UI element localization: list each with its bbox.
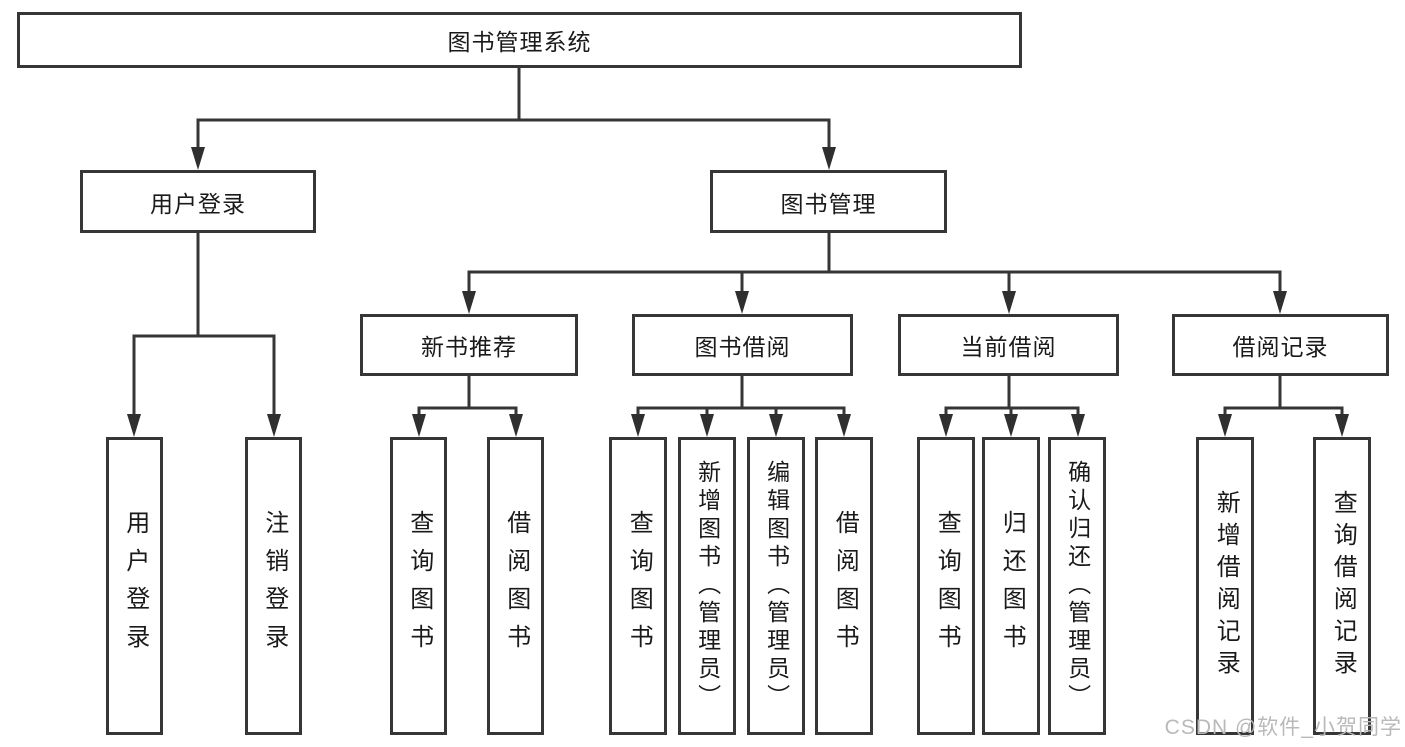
node-label: 新书推荐 <box>421 334 517 360</box>
leaf-user-login: 用户登录 <box>106 437 163 735</box>
leaf-query-books: 查询图书 <box>609 437 667 735</box>
node-label: 查询图书 <box>405 510 433 662</box>
node-label: 当前借阅 <box>960 334 1057 360</box>
node-user-login: 用户登录 <box>80 170 316 233</box>
leaf-logout: 注销登录 <box>245 437 302 735</box>
node-label: 借阅记录 <box>1232 334 1329 360</box>
leaf-query-books-current: 查询图书 <box>917 437 975 735</box>
leaf-return-books: 归还图书 <box>982 437 1040 735</box>
node-label: 借阅图书 <box>831 510 859 662</box>
node-label: 新增图书（管理员） <box>694 460 721 712</box>
node-label: 图书管理 <box>780 190 877 217</box>
arrowheads <box>127 147 1349 437</box>
node-label: 查询图书 <box>625 510 653 662</box>
node-book-management: 图书管理 <box>710 170 947 233</box>
node-label: 查询借阅记录 <box>1329 490 1357 682</box>
leaf-add-books-admin: 新增图书（管理员） <box>678 437 736 735</box>
csdn-watermark: CSDN @软件_小贺同学 <box>1164 716 1402 739</box>
node-label: 图书借阅 <box>694 334 791 360</box>
leaf-edit-books-admin: 编辑图书（管理员） <box>747 437 805 735</box>
node-label: 注销登录 <box>260 510 288 662</box>
node-label: 确认归还（管理员） <box>1064 460 1091 712</box>
leaf-borrow-books-recommend: 借阅图书 <box>487 437 544 735</box>
leaf-query-borrow-record: 查询借阅记录 <box>1313 437 1371 735</box>
node-label: 借阅图书 <box>502 510 530 662</box>
node-label: 查询图书 <box>933 510 961 662</box>
node-label: 归还图书 <box>998 510 1026 662</box>
leaf-add-borrow-record: 新增借阅记录 <box>1196 437 1254 735</box>
node-label: 编辑图书（管理员） <box>763 460 790 712</box>
node-borrow-records: 借阅记录 <box>1172 314 1389 376</box>
node-current-borrow: 当前借阅 <box>898 314 1119 376</box>
leaf-query-books-recommend: 查询图书 <box>390 437 447 735</box>
leaf-borrow-books: 借阅图书 <box>815 437 873 735</box>
node-label: 用户登录 <box>150 190 246 217</box>
node-book-borrow: 图书借阅 <box>632 314 853 376</box>
node-label: 图书管理系统 <box>447 29 592 55</box>
leaf-confirm-return-admin: 确认归还（管理员） <box>1048 437 1106 735</box>
node-label: 用户登录 <box>121 510 149 662</box>
node-library-management-system: 图书管理系统 <box>17 12 1022 68</box>
node-new-book-recommend: 新书推荐 <box>360 314 578 376</box>
node-label: 新增借阅记录 <box>1212 490 1240 682</box>
